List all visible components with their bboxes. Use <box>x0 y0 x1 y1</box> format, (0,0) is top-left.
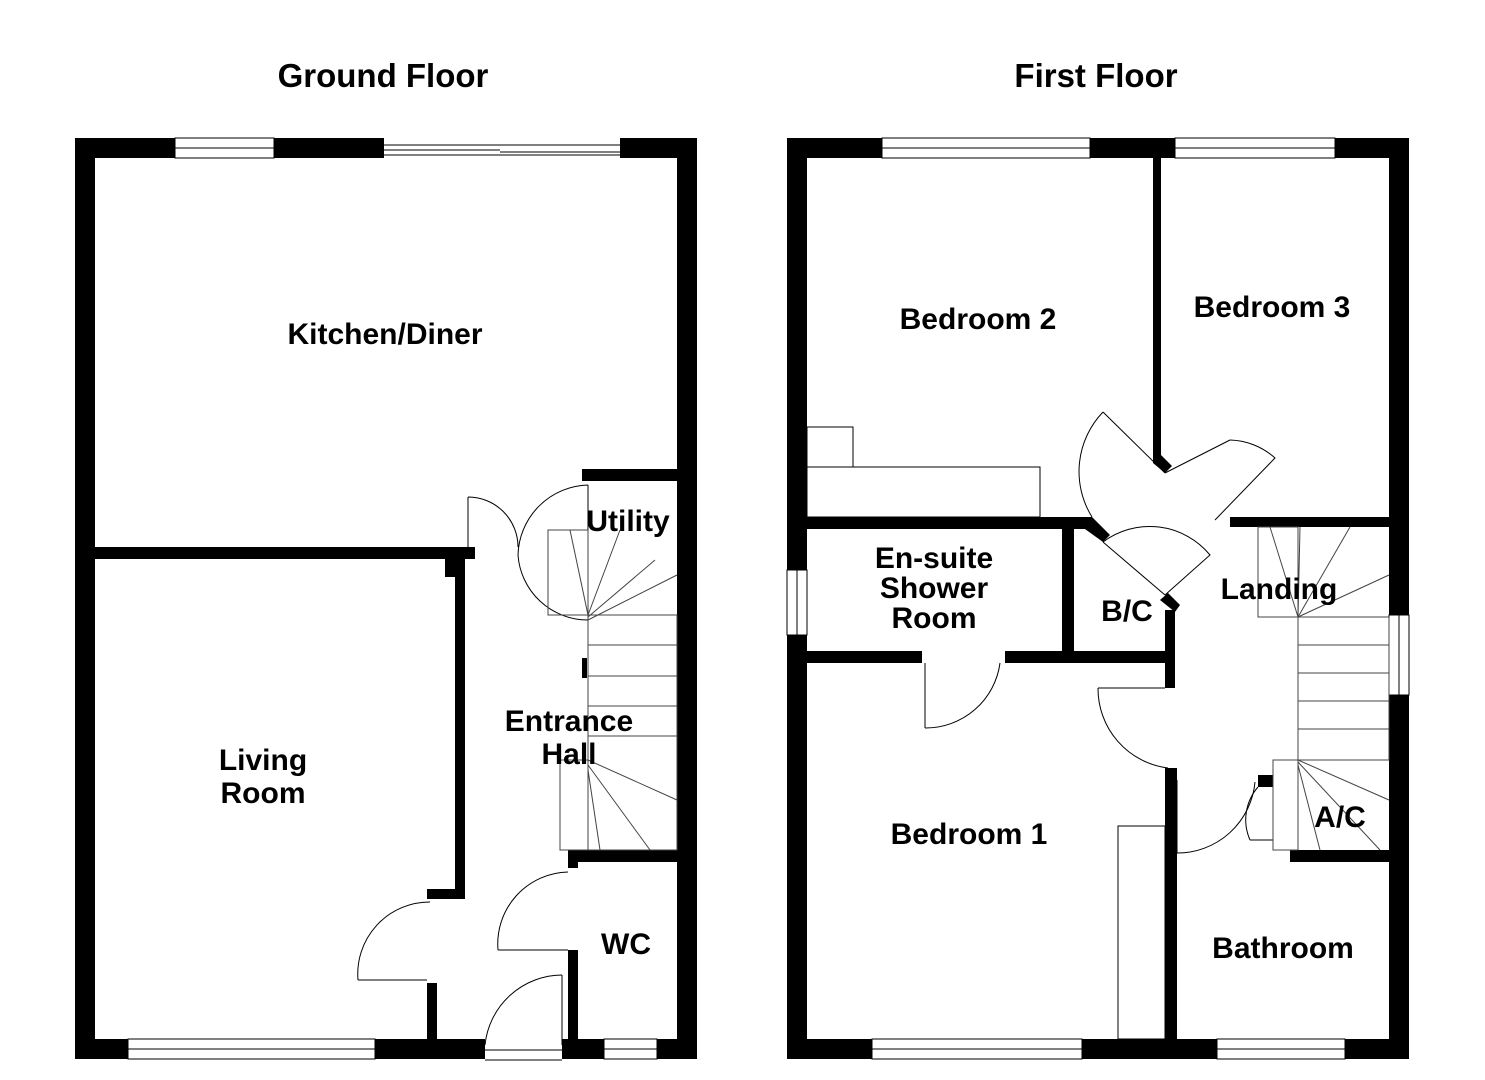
first-floor-doors <box>924 411 1276 854</box>
utility-label: Utility <box>586 505 670 538</box>
entrance-hall-label-line2: Hall <box>541 738 596 771</box>
bedroom3-label: Bedroom 3 <box>1194 291 1351 324</box>
first-staircase-icon <box>1257 526 1390 851</box>
bc-label: B/C <box>1101 595 1153 628</box>
first-floor-plan <box>786 137 1410 1060</box>
ground-right-wall <box>677 138 697 1059</box>
entrance-hall-label-line1: Entrance <box>505 705 633 738</box>
ground-floor-title: Ground Floor <box>278 57 489 94</box>
first-floor-title: First Floor <box>1014 57 1177 94</box>
ac-label: A/C <box>1314 801 1366 834</box>
ground-left-wall <box>75 138 95 1059</box>
first-right-wall-lower <box>1389 695 1409 1059</box>
first-right-wall-upper <box>1389 138 1409 615</box>
ensuite-label-line1: En-suite <box>875 542 993 575</box>
ensuite-label-line3: Room <box>892 602 977 635</box>
living-room-label-line2: Room <box>221 777 306 810</box>
ground-staircase-icon <box>547 529 678 851</box>
living-room-label-line1: Living <box>219 744 307 777</box>
bedroom1-label: Bedroom 1 <box>891 818 1048 851</box>
ensuite-label-line2: Shower <box>880 572 989 605</box>
wc-label: WC <box>601 928 651 961</box>
ground-doors <box>357 484 589 1061</box>
bathroom-label: Bathroom <box>1212 932 1354 965</box>
sliding-door-icon <box>384 144 620 156</box>
ground-floor-plan <box>75 137 697 1061</box>
bedroom2-label: Bedroom 2 <box>900 303 1057 336</box>
kitchen-diner-label: Kitchen/Diner <box>287 318 482 351</box>
landing-label: Landing <box>1221 573 1338 606</box>
kitchen-living-partition <box>95 547 475 559</box>
